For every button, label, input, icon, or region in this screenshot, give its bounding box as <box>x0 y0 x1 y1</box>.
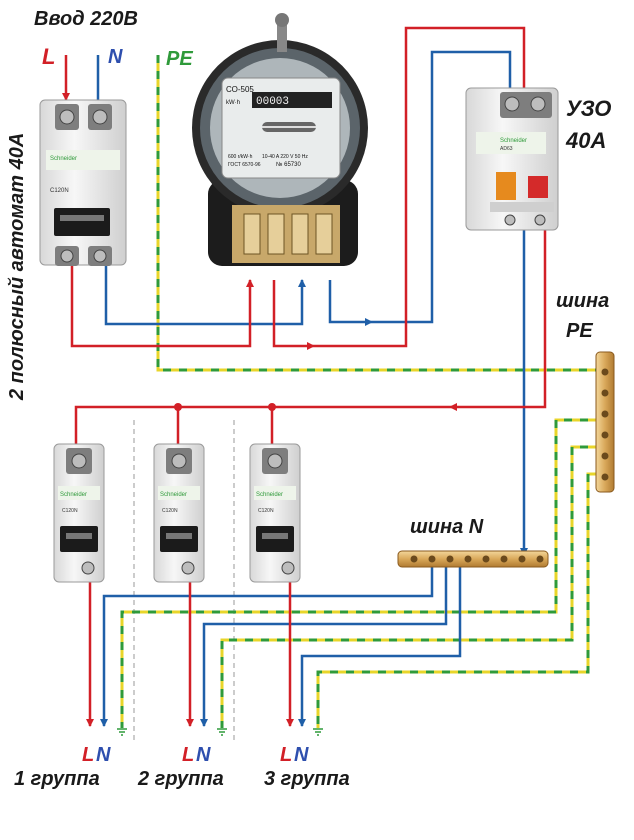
pe-bus-label-line1: шина <box>556 290 610 312</box>
svg-text:600 r/kW·h: 600 r/kW·h <box>228 154 253 160</box>
pe-bus-bar <box>595 351 615 493</box>
group-3-N: N <box>294 744 309 766</box>
input-label-N: N <box>108 46 123 68</box>
svg-text:№ 65730: № 65730 <box>276 161 301 168</box>
n-bus-label: шина N <box>410 516 484 538</box>
title-input-220v: Ввод 220В <box>34 8 138 30</box>
rcd-label-line1: УЗО <box>566 96 612 121</box>
svg-text:Schneider: Schneider <box>500 138 527 144</box>
svg-text:Schneider: Schneider <box>160 492 187 498</box>
main-breaker-2pole: Schneider C120N <box>39 99 127 266</box>
group-3-name: 3 группа <box>264 768 350 790</box>
pe-wires <box>120 55 604 728</box>
group-2-N: N <box>196 744 211 766</box>
electricity-meter: 00003 СО-505 kW·h 600 r/kW·h 10-40 A 220… <box>192 13 368 266</box>
pe-bus-label-line2: PE <box>566 320 593 342</box>
group-1-name: 1 группа <box>14 768 100 790</box>
svg-text:AD63: AD63 <box>500 146 513 152</box>
group-2-L: L <box>182 744 195 766</box>
ground-icon <box>217 728 227 736</box>
group-breaker-2: Schneider C120N <box>153 443 205 583</box>
group-breaker-1: Schneider C120N <box>53 443 105 583</box>
svg-text:C120N: C120N <box>258 508 274 514</box>
group-2-name: 2 группа <box>138 768 224 790</box>
main-breaker-label: 2 полюсный автомат 40А <box>6 132 28 400</box>
input-label-PE: PE <box>166 48 193 70</box>
breaker-brand-text: Schneider <box>50 156 77 162</box>
group-3-L: L <box>280 744 293 766</box>
meter-model: СО-505 <box>226 85 254 94</box>
svg-text:C120N: C120N <box>50 188 69 194</box>
group-1-L: L <box>82 744 95 766</box>
neutral-wires <box>94 50 528 727</box>
phase-junctions <box>174 403 276 411</box>
svg-text:10-40 A 220 V 50 Hz: 10-40 A 220 V 50 Hz <box>262 154 308 160</box>
rcd-device: Schneider AD63 <box>465 87 559 231</box>
group-1-N: N <box>96 744 111 766</box>
svg-text:Schneider: Schneider <box>60 492 87 498</box>
input-label-L: L <box>42 44 56 69</box>
svg-text:ГОСТ 6570-96: ГОСТ 6570-96 <box>228 162 261 168</box>
svg-text:C120N: C120N <box>62 508 78 514</box>
n-bus-bar <box>397 550 549 568</box>
svg-text:Schneider: Schneider <box>256 492 283 498</box>
rcd-label-line2: 40А <box>566 128 607 153</box>
svg-text:C120N: C120N <box>162 508 178 514</box>
ground-symbols <box>117 728 323 736</box>
svg-text:kW·h: kW·h <box>226 100 240 106</box>
group-breaker-3: Schneider C120N <box>249 443 301 583</box>
meter-digits: 00003 <box>256 96 289 108</box>
ground-icon <box>117 728 127 736</box>
ground-icon <box>313 728 323 736</box>
phase-wires <box>62 26 547 727</box>
